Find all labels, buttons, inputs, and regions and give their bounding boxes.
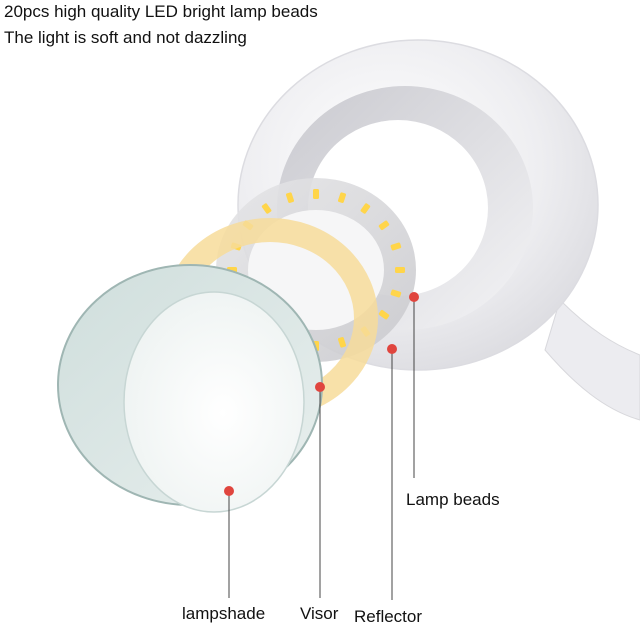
- led-bead: [395, 267, 405, 273]
- marker-lamp-beads: [409, 292, 419, 302]
- marker-reflector: [387, 344, 397, 354]
- headline-line-2: The light is soft and not dazzling: [4, 28, 247, 48]
- lampshade-label: lampshade: [182, 604, 265, 624]
- lamp-beads-label: Lamp beads: [406, 490, 500, 510]
- reflector-label: Reflector: [354, 607, 422, 627]
- marker-lampshade: [224, 486, 234, 496]
- marker-visor: [315, 382, 325, 392]
- lampshade: [58, 265, 322, 512]
- lamp-arm: [545, 300, 640, 420]
- headline-line-1: 20pcs high quality LED bright lamp beads: [4, 2, 318, 22]
- visor-label: Visor: [300, 604, 338, 624]
- led-bead: [313, 189, 319, 199]
